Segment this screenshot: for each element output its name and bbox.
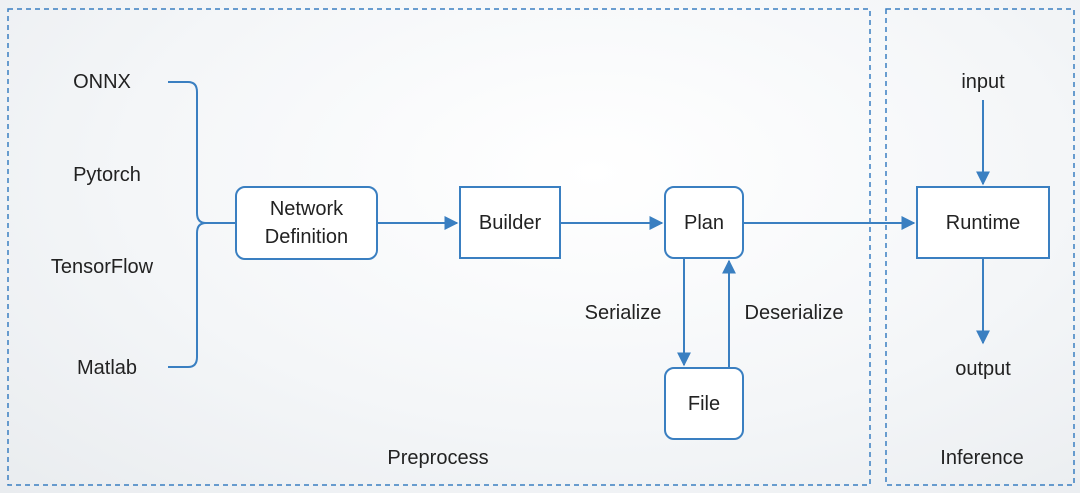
label-serialize: Serialize <box>584 302 662 324</box>
node-file: File <box>664 367 744 440</box>
framework-pytorch: Pytorch <box>73 164 141 186</box>
node-runtime: Runtime <box>916 186 1050 259</box>
section-preprocess-label: Preprocess <box>387 447 489 469</box>
network-definition-line-2: Definition <box>264 226 349 248</box>
section-inference-label: Inference <box>940 447 1024 469</box>
inference-frame <box>885 8 1075 486</box>
network-definition-line-1: Network <box>269 198 344 220</box>
frameworks-brace <box>168 81 207 368</box>
node-builder: Builder <box>459 186 561 259</box>
node-plan: Plan <box>664 186 744 259</box>
node-network-definition: Network Definition <box>235 186 378 260</box>
label-deserialize: Deserialize <box>744 302 844 324</box>
preprocess-frame <box>7 8 871 486</box>
framework-matlab: Matlab <box>76 357 138 379</box>
label-input: input <box>961 71 1005 93</box>
framework-onnx: ONNX <box>73 71 131 93</box>
label-output: output <box>955 358 1011 380</box>
framework-tensorflow: TensorFlow <box>50 256 154 278</box>
